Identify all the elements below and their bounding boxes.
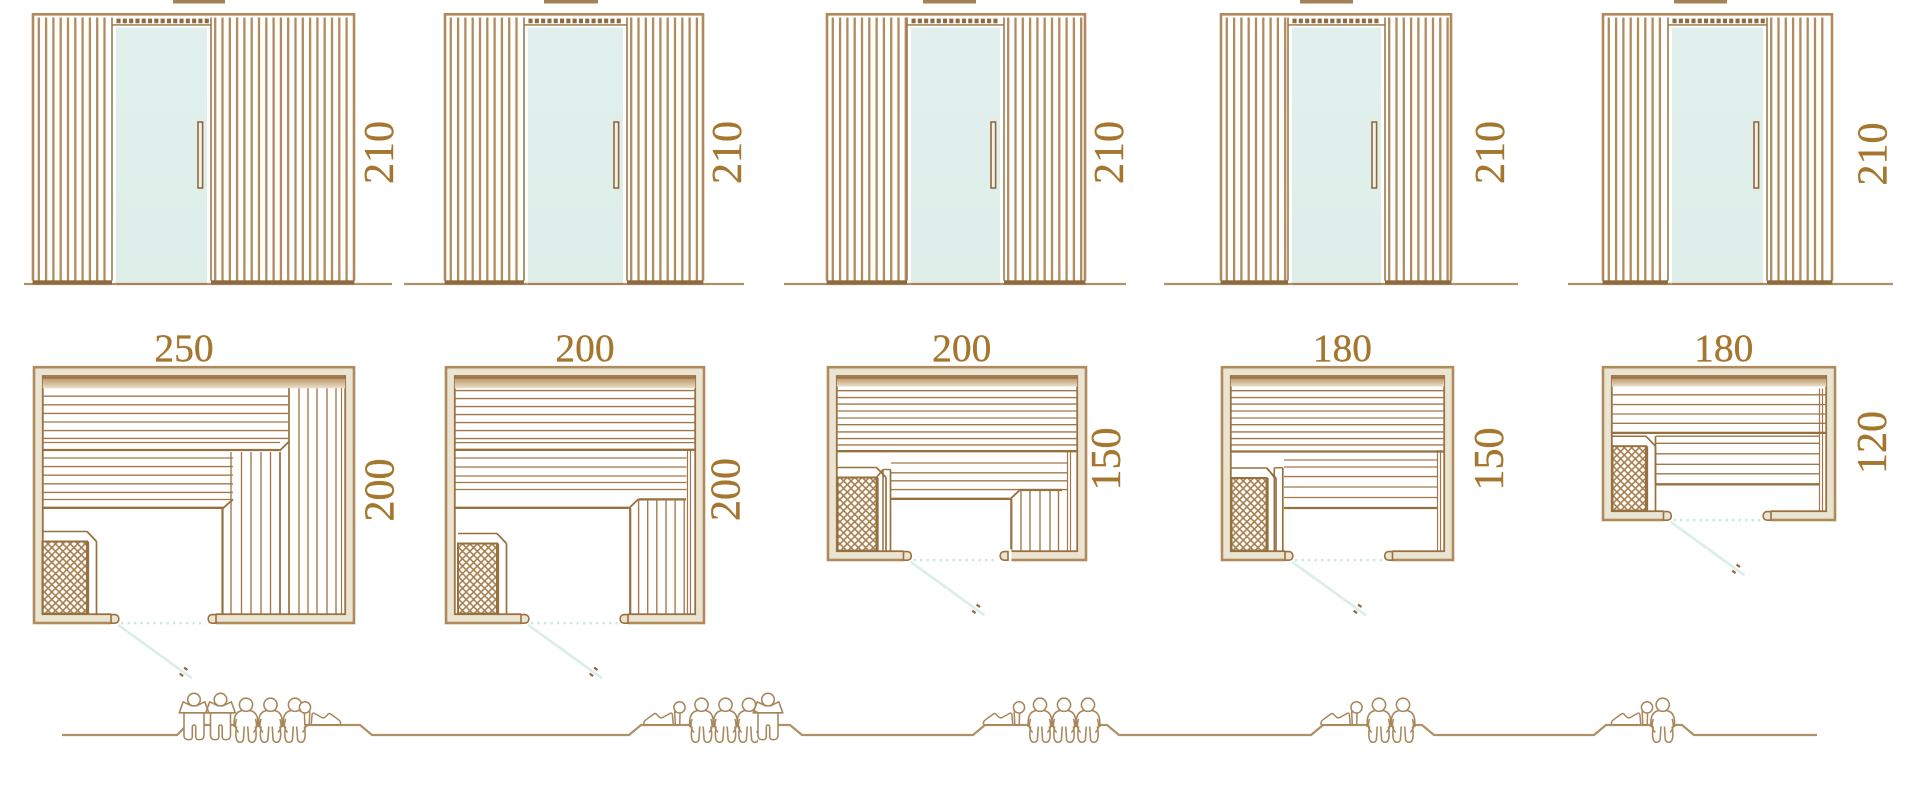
- svg-text:210: 210: [357, 121, 403, 184]
- svg-text:250: 250: [154, 326, 213, 370]
- svg-text:150: 150: [1467, 428, 1513, 491]
- svg-text:180: 180: [1694, 326, 1753, 370]
- svg-text:210: 210: [1087, 121, 1133, 184]
- svg-text:210: 210: [1851, 123, 1897, 186]
- svg-text:200: 200: [358, 459, 404, 522]
- svg-text:200: 200: [932, 326, 991, 370]
- svg-text:200: 200: [704, 458, 750, 521]
- svg-text:210: 210: [1468, 121, 1514, 184]
- svg-text:150: 150: [1084, 428, 1130, 491]
- svg-text:180: 180: [1313, 326, 1372, 370]
- svg-text:120: 120: [1850, 411, 1896, 474]
- svg-text:210: 210: [705, 121, 751, 184]
- svg-text:200: 200: [555, 326, 614, 370]
